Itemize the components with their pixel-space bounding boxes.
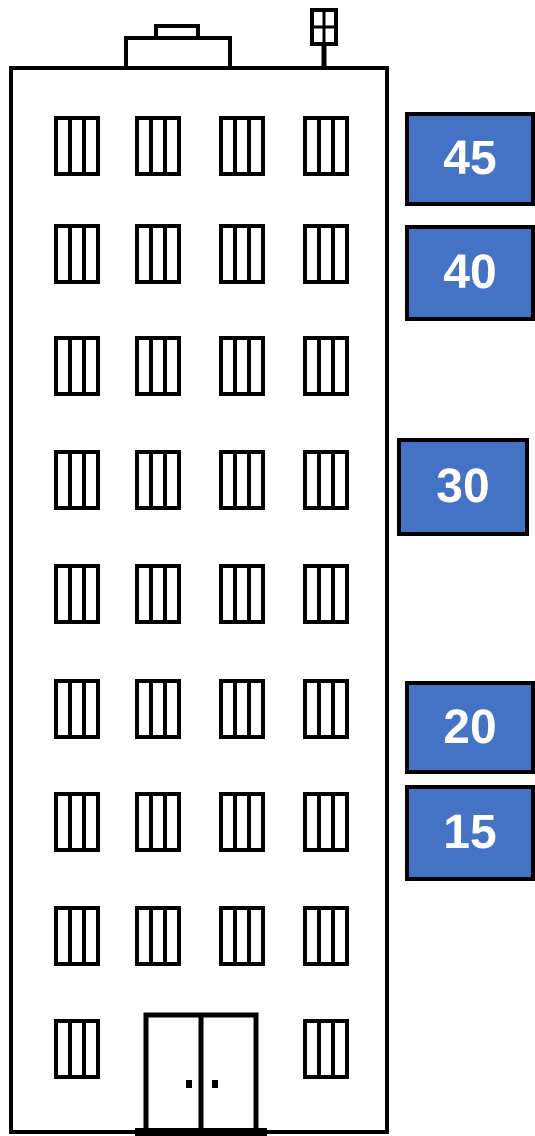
window	[56, 681, 98, 737]
window	[56, 118, 98, 174]
rooftop-housing	[126, 38, 230, 68]
window	[137, 338, 179, 394]
window	[137, 226, 179, 282]
window	[137, 681, 179, 737]
ground-line	[135, 1128, 267, 1136]
window	[56, 1021, 98, 1077]
door-handle-right	[212, 1080, 218, 1088]
window	[137, 908, 179, 964]
window	[305, 452, 347, 508]
floor-label-15: 15	[405, 785, 535, 881]
window	[305, 1021, 347, 1077]
entrance-door	[146, 1015, 256, 1133]
window	[305, 794, 347, 850]
floor-label-text: 20	[443, 704, 496, 752]
antenna-icon	[312, 10, 336, 44]
window	[305, 681, 347, 737]
door-handle-left	[186, 1080, 192, 1088]
window	[137, 452, 179, 508]
window	[221, 794, 263, 850]
window	[137, 566, 179, 622]
window	[56, 566, 98, 622]
roof-structure	[126, 10, 336, 68]
window	[221, 452, 263, 508]
window	[305, 566, 347, 622]
floor-label-text: 40	[443, 249, 496, 297]
floor-label-40: 40	[405, 225, 535, 321]
window	[305, 118, 347, 174]
rooftop-vent	[156, 26, 198, 38]
floor-label-text: 15	[443, 809, 496, 857]
window	[221, 681, 263, 737]
window	[221, 908, 263, 964]
floor-label-20: 20	[405, 681, 535, 774]
window	[221, 226, 263, 282]
window	[305, 908, 347, 964]
window	[137, 118, 179, 174]
window	[56, 908, 98, 964]
window	[305, 226, 347, 282]
window	[56, 338, 98, 394]
window	[56, 226, 98, 282]
window	[221, 338, 263, 394]
floor-label-30: 30	[397, 438, 529, 536]
floor-label-text: 45	[443, 135, 496, 183]
window	[221, 118, 263, 174]
window	[137, 794, 179, 850]
floor-label-text: 30	[436, 463, 489, 511]
window	[56, 452, 98, 508]
window	[221, 566, 263, 622]
floor-label-45: 45	[405, 112, 535, 206]
window	[56, 794, 98, 850]
window	[305, 338, 347, 394]
